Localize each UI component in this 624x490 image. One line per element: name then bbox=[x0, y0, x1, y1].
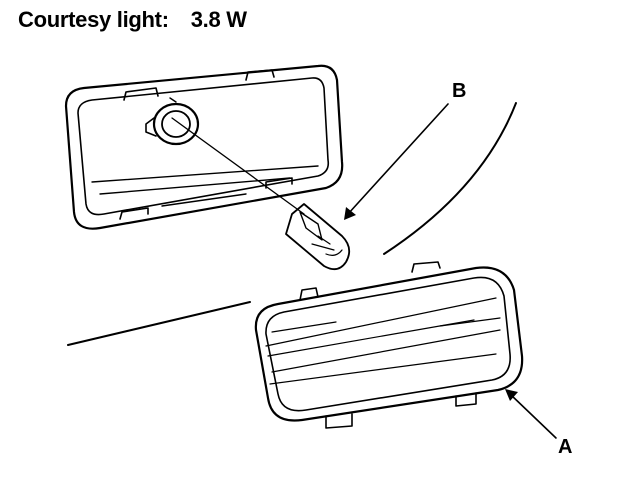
callout-a-leader bbox=[505, 389, 557, 439]
title-item-label: Courtesy light: bbox=[18, 7, 169, 32]
page-title: Courtesy light: 3.8 W bbox=[18, 7, 247, 33]
title-spec-value: 3.8 W bbox=[190, 7, 247, 32]
headliner-lines bbox=[67, 102, 517, 346]
callout-label-b: B bbox=[452, 80, 467, 102]
callout-b-leader bbox=[344, 103, 449, 220]
light-lens bbox=[254, 261, 524, 429]
light-housing bbox=[64, 64, 344, 230]
callout-label-a: A bbox=[558, 436, 573, 458]
wedge-bulb bbox=[285, 203, 351, 271]
bulb-install-path bbox=[171, 117, 305, 215]
